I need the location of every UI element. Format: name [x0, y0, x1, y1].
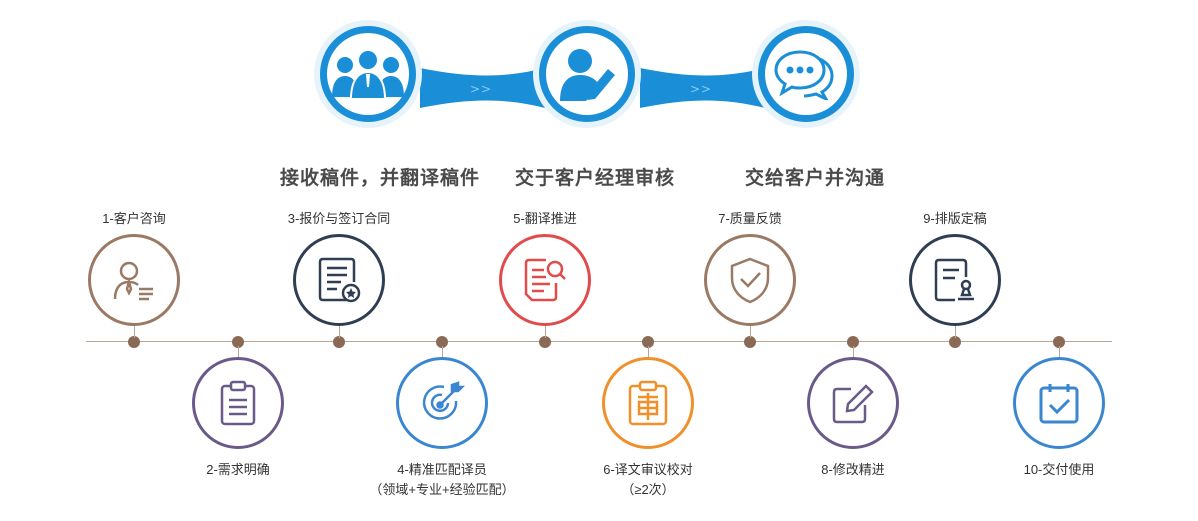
stage-2-circle: [533, 20, 641, 128]
step-10-label: 10-交付使用: [1023, 462, 1095, 477]
step-8-label: 8-修改精进: [821, 462, 885, 477]
timeline-dot-4: [436, 336, 448, 348]
timeline-dot-1: [128, 336, 140, 348]
timeline-dot-10: [1053, 336, 1065, 348]
stem-3: [339, 326, 340, 338]
timeline-dot-2: [232, 336, 244, 348]
step-6-label: 6-译文审议校对: [603, 462, 693, 477]
stem-2: [238, 346, 239, 358]
step-7-circle: [704, 234, 796, 326]
document-search-icon: [524, 258, 566, 302]
step-7-label: 7-质量反馈: [718, 211, 782, 226]
step-3-circle: [293, 234, 385, 326]
target-icon: [422, 381, 466, 420]
connector-arrow-2: >>: [690, 82, 713, 96]
consultant-icon: [113, 261, 153, 301]
timeline-dot-8: [847, 336, 859, 348]
step-9-label: 9-排版定稿: [923, 211, 987, 226]
edit-icon: [832, 384, 874, 424]
step-2-circle: [192, 357, 284, 449]
stage-1-circle: [314, 20, 422, 128]
timeline-dot-7: [744, 336, 756, 348]
step-5-circle: [499, 234, 591, 326]
step-2-label: 2-需求明确: [206, 462, 270, 477]
stage-3-label: 交给客户并沟通: [745, 168, 886, 189]
step-10-circle: [1013, 357, 1105, 449]
calendar-check-icon: [1039, 384, 1079, 424]
contract-icon: [318, 257, 361, 303]
timeline-dot-3: [333, 336, 345, 348]
step-4-circle: [396, 357, 488, 449]
stem-5: [545, 326, 546, 338]
step-8-circle: [807, 357, 899, 449]
stem-8: [853, 346, 854, 358]
step-1-circle: [88, 234, 180, 326]
step-1-label: 1-客户咨询: [102, 211, 166, 226]
team-icon: [332, 49, 404, 99]
manager-edit-icon: [560, 49, 615, 101]
connector-ribbon-1: [420, 68, 545, 108]
stage-1-label: 接收稿件，并翻译稿件: [280, 168, 481, 189]
clipboard-icon: [220, 380, 256, 426]
step-6-circle: [602, 357, 694, 449]
step-4-label: 4-精准匹配译员: [397, 462, 487, 477]
stem-6: [648, 346, 649, 358]
shield-check-icon: [730, 257, 770, 304]
timeline-dot-9: [949, 336, 961, 348]
review-stamp-icon: [628, 380, 668, 426]
timeline-line: [86, 341, 1112, 342]
stem-9: [955, 326, 956, 338]
step-3-label: 3-报价与签订合同: [287, 211, 391, 226]
step-4-sub: （领域+专业+经验匹配）: [369, 482, 515, 497]
finalize-stamp-icon: [934, 258, 974, 302]
step-9-circle: [909, 234, 1001, 326]
timeline-dot-6: [642, 336, 654, 348]
stage-connector: [420, 68, 765, 108]
stem-7: [750, 326, 751, 338]
chat-icon: [774, 50, 834, 100]
stage-2-label: 交于客户经理审核: [515, 168, 676, 189]
step-6-sub: （≥2次）: [621, 482, 675, 497]
stem-4: [442, 346, 443, 358]
stage-3-circle: [752, 20, 860, 128]
timeline-dot-5: [539, 336, 551, 348]
step-5-label: 5-翻译推进: [513, 211, 577, 226]
stem-1: [134, 326, 135, 338]
connector-arrow-1: >>: [470, 82, 493, 96]
stem-10: [1059, 346, 1060, 358]
connector-ribbon-2: [640, 68, 765, 108]
